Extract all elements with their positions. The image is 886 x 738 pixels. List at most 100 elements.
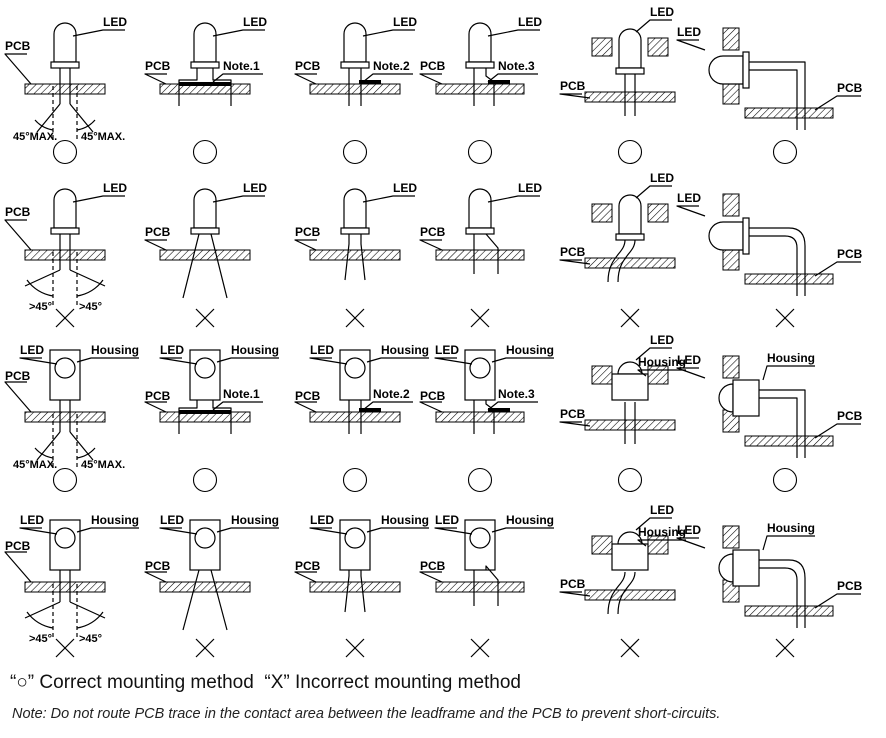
- lead-wire: [360, 570, 366, 613]
- pcb-label: PCB: [560, 245, 586, 259]
- housing-led-lens: [469, 527, 491, 549]
- led-label: LED: [518, 15, 542, 29]
- contact-pad: [359, 80, 381, 84]
- lead-wire: [759, 559, 806, 628]
- leader-line: [419, 401, 443, 413]
- led-body-horizontal: [708, 221, 744, 251]
- angle-arc: [76, 611, 104, 629]
- leader-line: [362, 195, 415, 203]
- led-label: LED: [160, 343, 184, 357]
- led-label: LED: [435, 343, 459, 357]
- leader-line: [294, 401, 317, 413]
- angle-arc: [76, 119, 96, 131]
- leader-line: [144, 571, 167, 583]
- leader-line: [676, 205, 706, 217]
- pcb-board: [24, 249, 106, 261]
- pcb-label: PCB: [837, 579, 863, 593]
- leader-line: [362, 401, 413, 411]
- housing-led-lens: [344, 357, 366, 379]
- lead-wire: [344, 234, 350, 281]
- pcb-board: [744, 605, 834, 617]
- leader-line: [19, 357, 58, 365]
- correct-circle-mark: [772, 139, 798, 165]
- lead-wire: [749, 61, 806, 130]
- led-label: LED: [677, 353, 701, 367]
- contact-pad: [179, 410, 231, 414]
- housing-label: Housing: [91, 513, 139, 527]
- lead-wire: [212, 400, 232, 434]
- pcb-label: PCB: [5, 39, 31, 53]
- leader-line: [144, 73, 167, 85]
- lead-wire: [485, 68, 495, 106]
- housing-label: Housing: [231, 513, 279, 527]
- incorrect-x-mark: [195, 638, 215, 658]
- housing-body: [611, 373, 649, 401]
- pcb-board: [309, 411, 401, 423]
- angle-arc: [26, 611, 54, 629]
- note-label: Note.2: [373, 387, 410, 401]
- panel-block-top: [722, 193, 740, 217]
- panel-block-left: [591, 203, 613, 223]
- lead-wire: [344, 570, 350, 613]
- housing-led-lens: [344, 527, 366, 549]
- lead-wire: [212, 68, 232, 106]
- housing-led-lens: [469, 357, 491, 379]
- pcb-board: [435, 83, 525, 95]
- pcb-board: [309, 249, 401, 261]
- legend-correct-text: Correct mounting method: [39, 672, 254, 693]
- leader-line: [487, 401, 538, 411]
- angle-label-right: 45°MAX.: [81, 131, 125, 143]
- led-label: LED: [650, 171, 674, 185]
- panel-block-top: [722, 355, 740, 379]
- pcb-label: PCB: [145, 225, 171, 239]
- housing-label: Housing: [638, 525, 686, 539]
- pcb-board: [584, 257, 676, 269]
- correct-circle-mark: [342, 467, 368, 493]
- pcb-label: PCB: [420, 225, 446, 239]
- led-body: [343, 22, 367, 63]
- housing-body: [732, 379, 760, 417]
- contact-pad: [179, 82, 231, 86]
- angle-label-left: 45°MAX.: [13, 459, 57, 471]
- leader-line: [72, 195, 125, 203]
- pcb-label: PCB: [295, 559, 321, 573]
- leader-line: [637, 539, 686, 547]
- leader-line: [4, 381, 32, 413]
- led-label: LED: [677, 25, 701, 39]
- lead-wire: [178, 400, 198, 434]
- incorrect-x-mark: [620, 308, 640, 328]
- housing-label: Housing: [767, 521, 815, 535]
- pcb-label: PCB: [420, 559, 446, 573]
- angle-label-left: 45°MAX.: [13, 131, 57, 143]
- panel-block-top: [722, 525, 740, 549]
- leader-line: [4, 219, 32, 251]
- leader-line: [4, 53, 32, 85]
- lead-wire: [485, 400, 495, 434]
- leader-line: [487, 29, 540, 37]
- lead-wire: [36, 431, 61, 461]
- angle-label-left: >45°: [29, 633, 52, 645]
- leader-line: [294, 571, 317, 583]
- leader-line: [814, 423, 861, 439]
- pcb-board: [584, 589, 676, 601]
- pcb-label: PCB: [145, 59, 171, 73]
- pcb-label: PCB: [420, 389, 446, 403]
- led-body: [468, 188, 492, 229]
- pcb-label: PCB: [837, 409, 863, 423]
- lead-wire: [749, 69, 798, 130]
- pcb-label: PCB: [5, 205, 31, 219]
- leader-line: [814, 261, 861, 277]
- led-body: [193, 22, 217, 63]
- leader-line: [419, 239, 443, 251]
- leader-line: [72, 29, 125, 37]
- led-flange: [465, 227, 495, 235]
- lead-wire: [69, 431, 94, 461]
